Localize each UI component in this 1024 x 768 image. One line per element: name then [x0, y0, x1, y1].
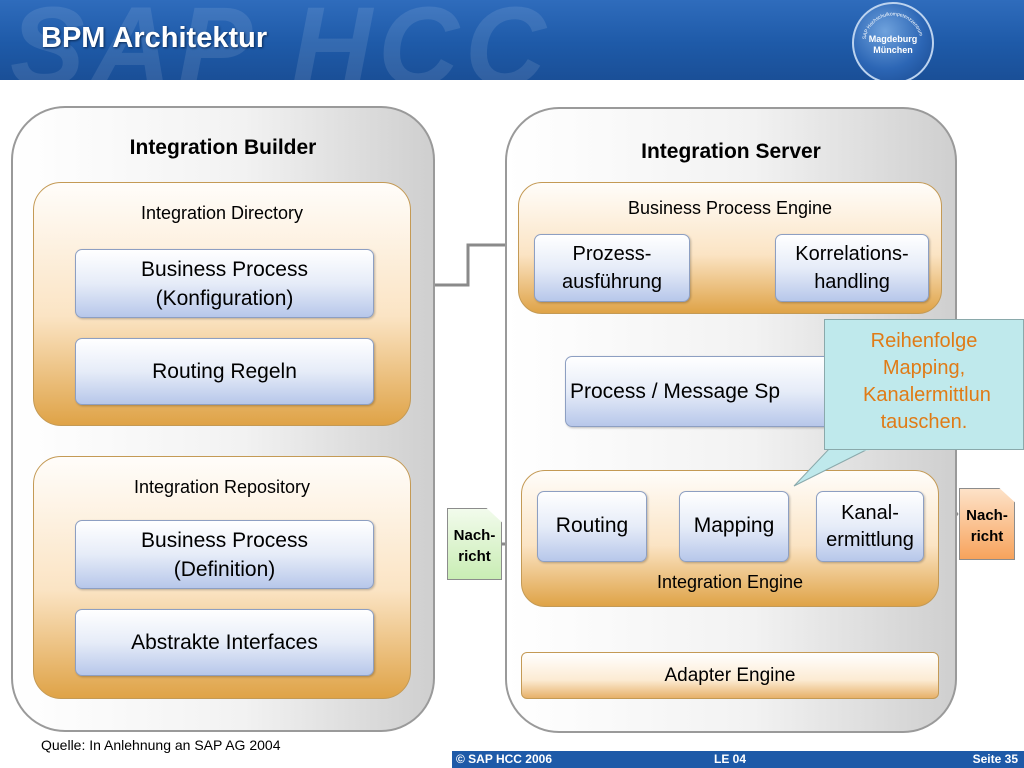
business-process-configuration-box[interactable]: Business Process (Konfiguration) — [75, 249, 374, 318]
source-note: Quelle: In Anlehnung an SAP AG 2004 — [41, 737, 281, 753]
channel-determination-line2: ermittlung — [826, 528, 914, 551]
mapping-box[interactable]: Mapping — [679, 491, 789, 562]
incoming-message-document: Nach- richt — [447, 508, 502, 580]
badge-city-line2: München — [873, 45, 913, 55]
integration-repository-title: Integration Repository — [133, 477, 311, 497]
slide-header: SAP HCC BPM Architektur SAP Hochschulkom… — [0, 0, 1024, 80]
outgoing-message-document: Nach- richt — [959, 488, 1015, 560]
outgoing-message-line1: Nach- — [966, 507, 1008, 524]
correlation-handling-line1: Korrelations- — [795, 243, 909, 265]
routing-box[interactable]: Routing — [537, 491, 647, 562]
channel-determination-box[interactable]: Kanal- ermittlung — [816, 491, 924, 562]
badge-city-label: Magdeburg München — [854, 34, 932, 56]
callout-line-1: Reihenfolge — [870, 330, 978, 352]
badge-city-line1: Magdeburg — [868, 34, 918, 44]
callout-line-4: tauschen. — [880, 411, 968, 433]
badge-ring-text: SAP Hochschulkompetenzzentrum — [862, 12, 923, 40]
process-execution-line1: Prozess- — [572, 243, 652, 265]
integration-builder-title: Integration Builder — [129, 136, 317, 159]
adapter-engine-box[interactable]: Adapter Engine — [521, 652, 939, 699]
incoming-message-line1: Nach- — [453, 527, 496, 544]
callout-line-3: Kanalermittlun — [863, 384, 991, 406]
abstract-interfaces-box[interactable]: Abstrakte Interfaces — [75, 609, 374, 676]
business-process-configuration-line2: (Konfiguration) — [155, 286, 294, 310]
footer-page-number: Seite 35 — [972, 752, 1018, 766]
incoming-message-line2: richt — [458, 548, 491, 565]
business-process-definition-box[interactable]: Business Process (Definition) — [75, 520, 374, 589]
integration-engine-title: Integration Engine — [656, 572, 804, 592]
channel-determination-line1: Kanal- — [841, 501, 899, 524]
business-process-definition-line1: Business Process — [141, 528, 308, 552]
slide-title: BPM Architektur — [41, 22, 268, 54]
routing-rules-box[interactable]: Routing Regeln — [75, 338, 374, 405]
hcc-logo-badge: SAP Hochschulkompetenzzentrum Magdeburg … — [852, 2, 934, 80]
business-process-definition-line2: (Definition) — [173, 557, 276, 581]
integration-directory-title: Integration Directory — [140, 203, 304, 223]
process-execution-line2: ausführung — [561, 271, 663, 293]
callout-note: Reihenfolge Mapping, Kanalermittlun taus… — [824, 319, 1024, 450]
business-process-engine-title: Business Process Engine — [627, 198, 833, 218]
footer-bar: © SAP HCC 2006 LE 04 Seite 35 — [452, 751, 1024, 768]
correlation-handling-box[interactable]: Korrelations- handling — [775, 234, 929, 302]
outgoing-message-line2: richt — [970, 528, 1004, 545]
header-watermark: SAP HCC — [10, 0, 552, 80]
business-process-configuration-line1: Business Process — [141, 257, 308, 281]
footer-unit: LE 04 — [714, 752, 747, 766]
process-execution-box[interactable]: Prozess- ausführung — [534, 234, 690, 302]
callout-line-2: Mapping, — [882, 357, 966, 379]
footer-copyright: © SAP HCC 2006 — [456, 752, 552, 766]
correlation-handling-line2: handling — [814, 271, 890, 293]
integration-server-title: Integration Server — [641, 140, 821, 163]
